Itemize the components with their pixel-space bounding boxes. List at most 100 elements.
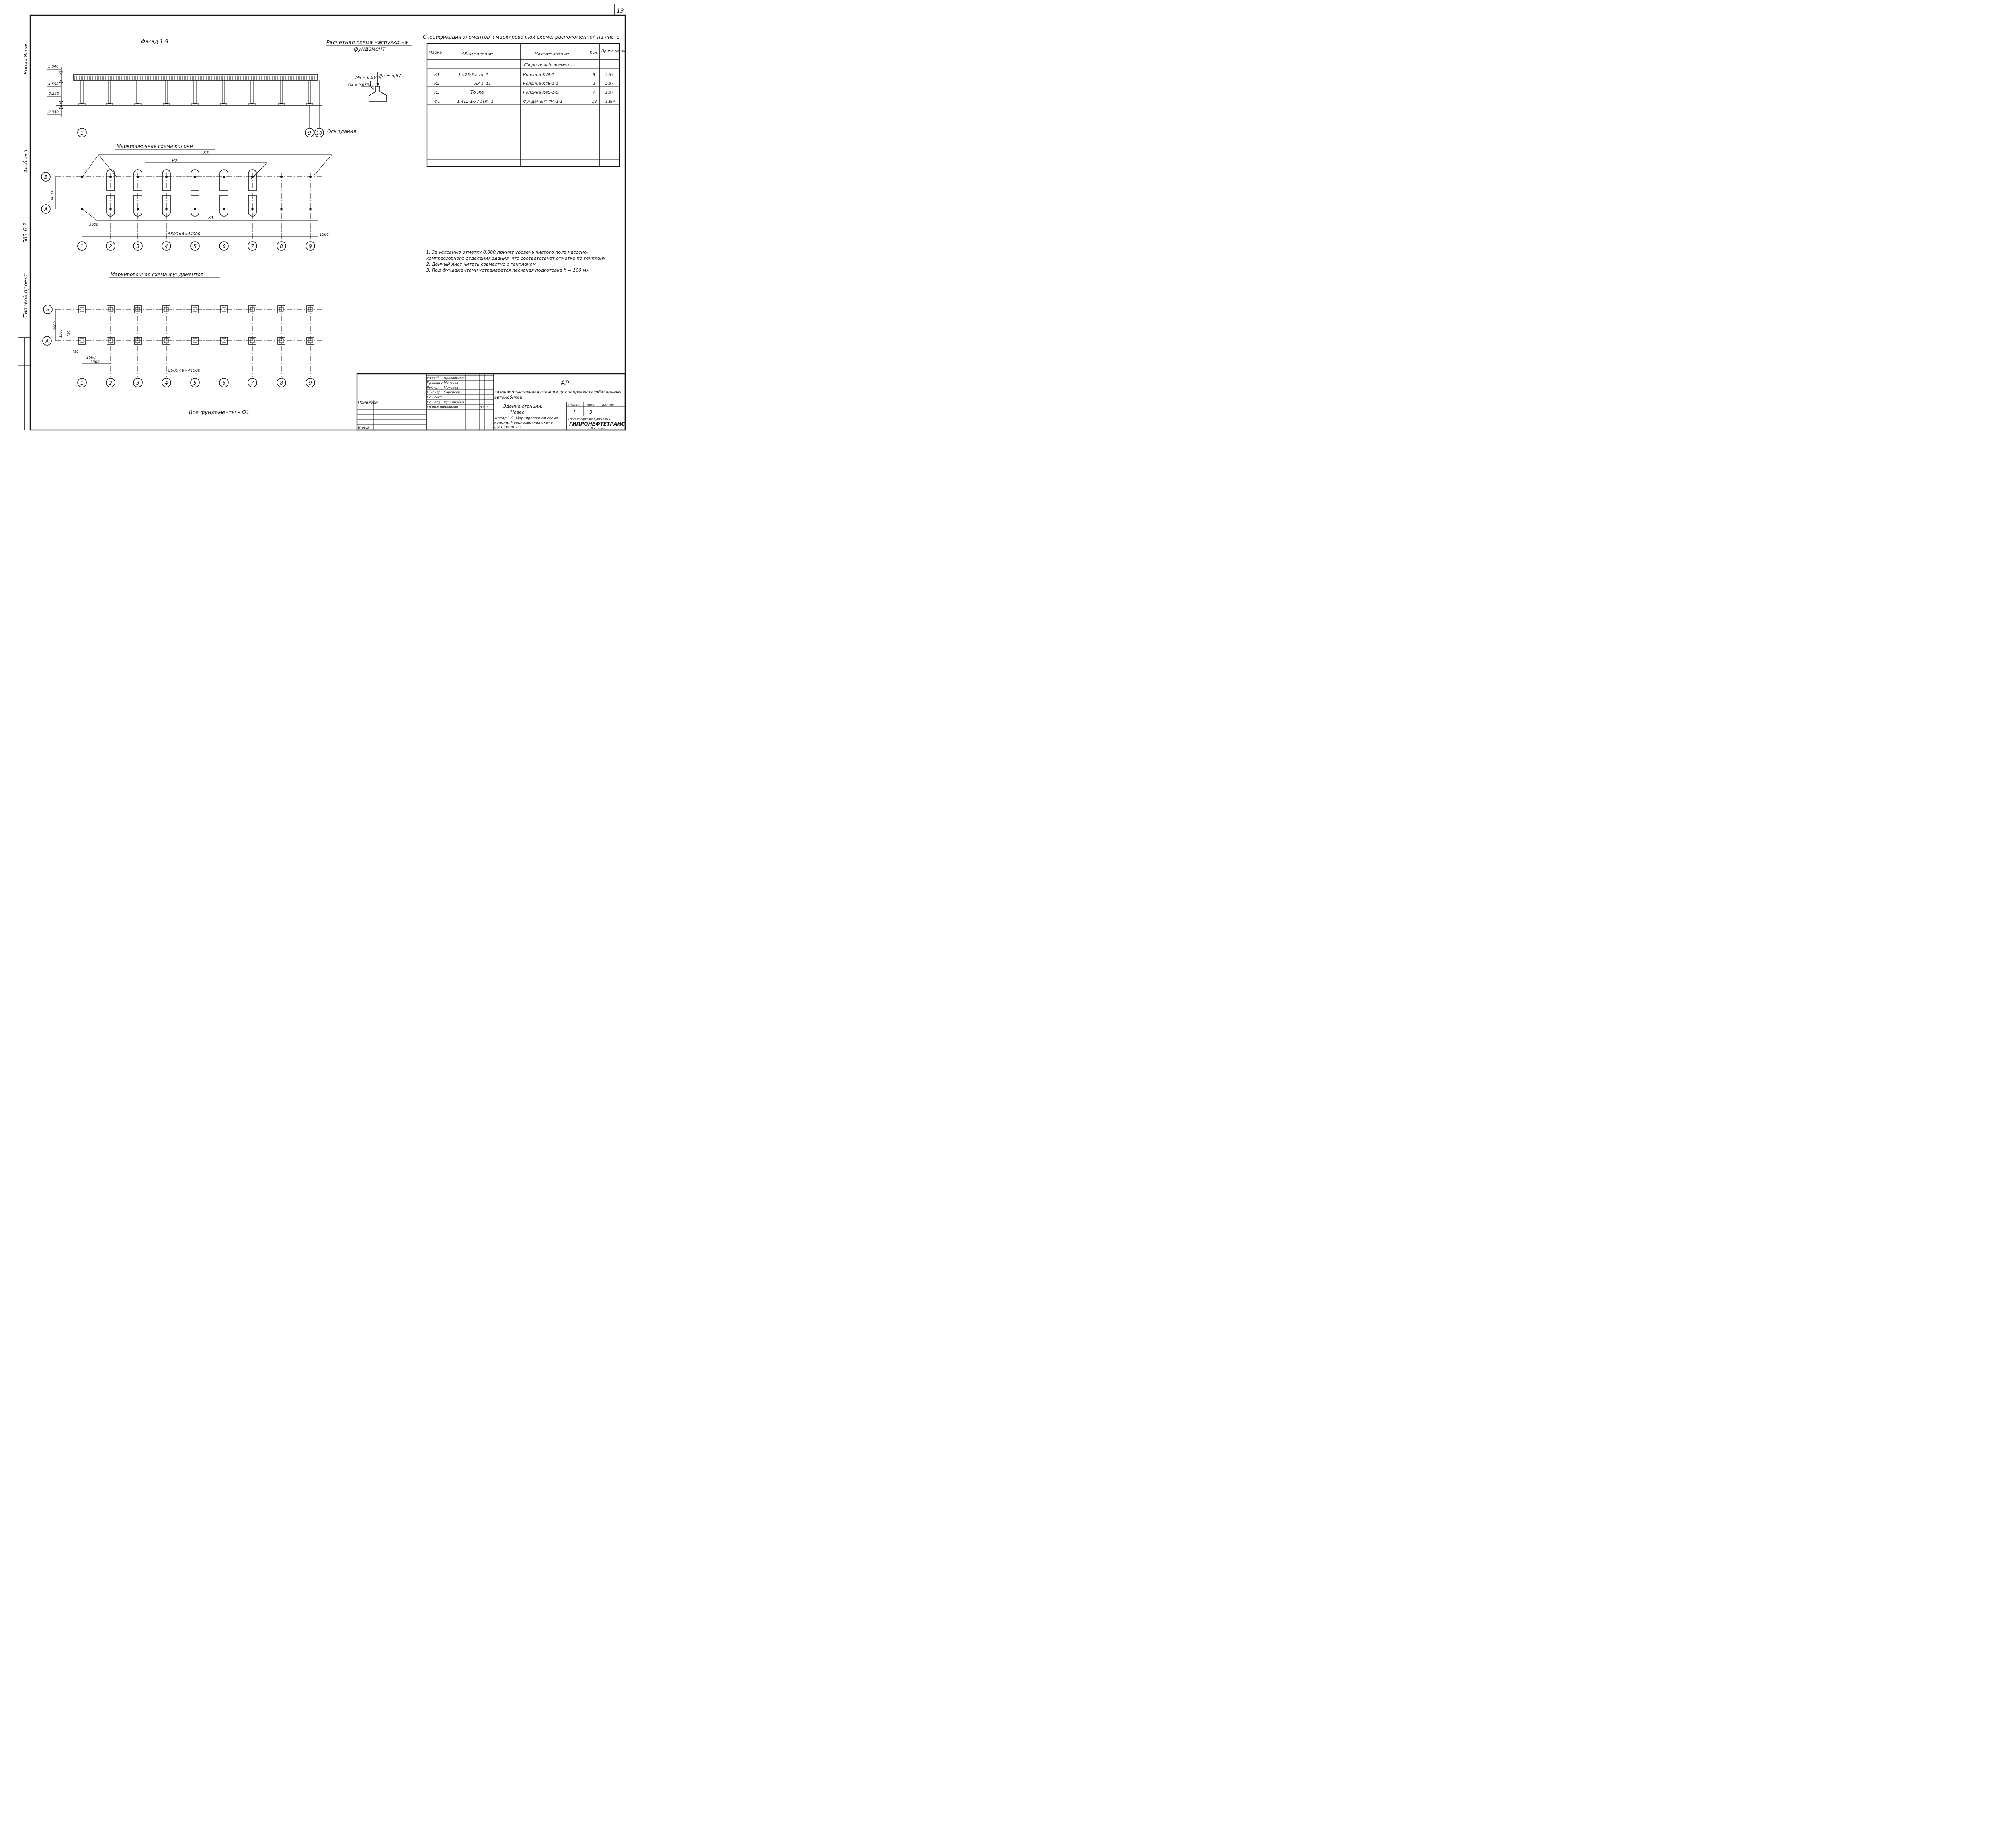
note-3: 3. Под фундаментами устраивается песчана…: [426, 268, 590, 273]
column-node: [223, 176, 225, 178]
column-node: [165, 208, 168, 210]
column-plan-elements: [81, 169, 312, 240]
column-axis-bubble: [306, 241, 315, 251]
spec-grid: [427, 43, 619, 166]
column-node: [280, 208, 283, 210]
stamp-role: Н.контр.: [427, 391, 441, 394]
stamp-project-box: Газонаполнительная станция для заправки …: [494, 390, 621, 400]
mark-k3-leader: [82, 154, 332, 177]
stamp-roles: Разраб. Прокофьева Проверил Моисеев Рук.…: [427, 376, 488, 409]
foundation-outer: [134, 337, 142, 345]
foundation-dim-a: 1500: [59, 330, 62, 338]
spec-cell-name: Колонна К48-1-8: [523, 90, 558, 95]
shear-label: Qx = 0,075т: [348, 83, 371, 87]
stamp-stage-label: Стадия: [568, 403, 580, 407]
foundation-axis-label: 6: [222, 380, 226, 386]
facade-title: Фасад 1-9: [141, 39, 168, 45]
foundation-outer: [162, 337, 170, 345]
foundation-dim-y: 6000: [53, 321, 57, 330]
facade-column: [108, 80, 111, 104]
column-node: [251, 208, 254, 210]
stamp-person: Прокофьева: [444, 376, 465, 380]
moment-label: Mx = 0,56тм: [355, 76, 381, 80]
foundation-axis-a-label: А: [45, 338, 49, 344]
spec-header-name: Наименование: [535, 51, 569, 56]
column-axis-bubble: [162, 241, 171, 251]
stamp-desc-box: Фасад 1-9. Маркировочная схема колонн. М…: [494, 416, 558, 429]
stamp-org-2: ГИПРОНЕФТЕТРАНС: [569, 421, 625, 427]
stamp-person: Моисеев: [444, 381, 458, 385]
column-k2-top: [133, 169, 142, 191]
sheet-number: 13: [617, 8, 624, 14]
foundation-inner: [135, 307, 140, 312]
column-k1-bottom: [162, 195, 171, 217]
spec-row: К2 АР л. 11 Колонна К48-1-1 2 2,3т: [434, 82, 613, 86]
spec-cell-note: 1,6м³: [605, 100, 615, 104]
spec-title: Спецификация элементов к маркировочной с…: [423, 34, 619, 40]
load-scheme: Расчетная схема нагрузки на фундамент Mx…: [326, 40, 412, 102]
foundation-scheme: Маркировочная схема фундаментов Б А 6000…: [42, 272, 322, 416]
foundation-inner: [108, 307, 113, 312]
column-node: [109, 176, 112, 178]
foundation-outer: [107, 305, 115, 313]
column-node: [251, 176, 254, 178]
foundation-axis-bubble: [219, 378, 229, 387]
column-axis-label: 6: [222, 244, 226, 249]
foundation-axis-b-bubble: [43, 305, 53, 314]
column-axis-label: 8: [280, 244, 283, 249]
level-0550: -0.550: [47, 110, 59, 114]
foundation-outer: [134, 305, 142, 313]
foundation-dim-d: 1500: [86, 356, 96, 360]
spec-header-note: Приме-чание: [601, 49, 626, 53]
column-axis-bubble: [248, 241, 257, 251]
spec-cell-note: 2,3т: [605, 82, 613, 86]
column-axis-bubble: [219, 241, 229, 251]
foundation-shape: [369, 86, 387, 102]
column-node: [81, 208, 83, 210]
load-scheme-title-2: фундамент: [354, 46, 386, 52]
foundation-plan-elements: [78, 305, 314, 377]
spec-cell-name: Колонна К48-1-1: [523, 82, 558, 86]
facade-axis-10-label: 10: [316, 131, 322, 136]
general-notes: 1. За условную отметку 0.000 принят уров…: [426, 250, 606, 273]
column-node: [280, 176, 283, 178]
foundation-inner: [164, 307, 169, 312]
column-axis-bubble: [77, 241, 87, 251]
foundation-dim-c: 750: [72, 350, 78, 354]
spec-header-code: Обозначение: [462, 51, 493, 56]
foundation-inner: [250, 307, 255, 312]
column-k2-top: [106, 169, 115, 191]
foundation-axis-label: 2: [109, 380, 112, 386]
stamp-org-1: Госкомнефтепродукт РСФСР: [568, 418, 611, 421]
spec-cell-qty: 2: [593, 82, 595, 86]
foundation-axis-bubble: [248, 378, 257, 387]
stamp-code: АР: [560, 379, 569, 387]
facade-column: [165, 80, 168, 104]
stamp-person: Моисеев: [444, 386, 458, 389]
foundation-inner: [135, 338, 140, 343]
column-axis-label: 2: [109, 244, 112, 249]
column-axis-a-bubble: [41, 204, 51, 214]
note-1: 1. За условную отметку 0.000 принят уров…: [426, 250, 606, 261]
column-dim-end: 1500: [320, 233, 329, 237]
facade-axis-1-label: 1: [80, 130, 84, 136]
mark-k2-leader: [251, 162, 268, 179]
mark-k2-label: К2: [172, 159, 177, 163]
mark-k3-leader: [98, 154, 117, 177]
foundation-outer: [277, 337, 285, 345]
foundation-inner: [308, 307, 313, 312]
facade-axis-9-bubble: [305, 128, 314, 137]
foundation-inner: [193, 307, 197, 312]
stamp-tied: Привязан: [358, 400, 378, 405]
sheet-frame: [29, 14, 626, 431]
stamp-signature-grid: [357, 374, 494, 430]
arrow-head-icon: [376, 83, 379, 86]
facade-columns: [78, 80, 313, 106]
foundation-outer: [306, 305, 314, 313]
spec-section: Сборные ж.б. элементы: [524, 62, 574, 67]
stamp-role: Рук.гр.: [427, 386, 439, 389]
spec-table: Спецификация элементов к маркировочной с…: [423, 34, 626, 167]
facade-column: [136, 80, 139, 104]
foundation-axis-bubble: [162, 378, 171, 387]
